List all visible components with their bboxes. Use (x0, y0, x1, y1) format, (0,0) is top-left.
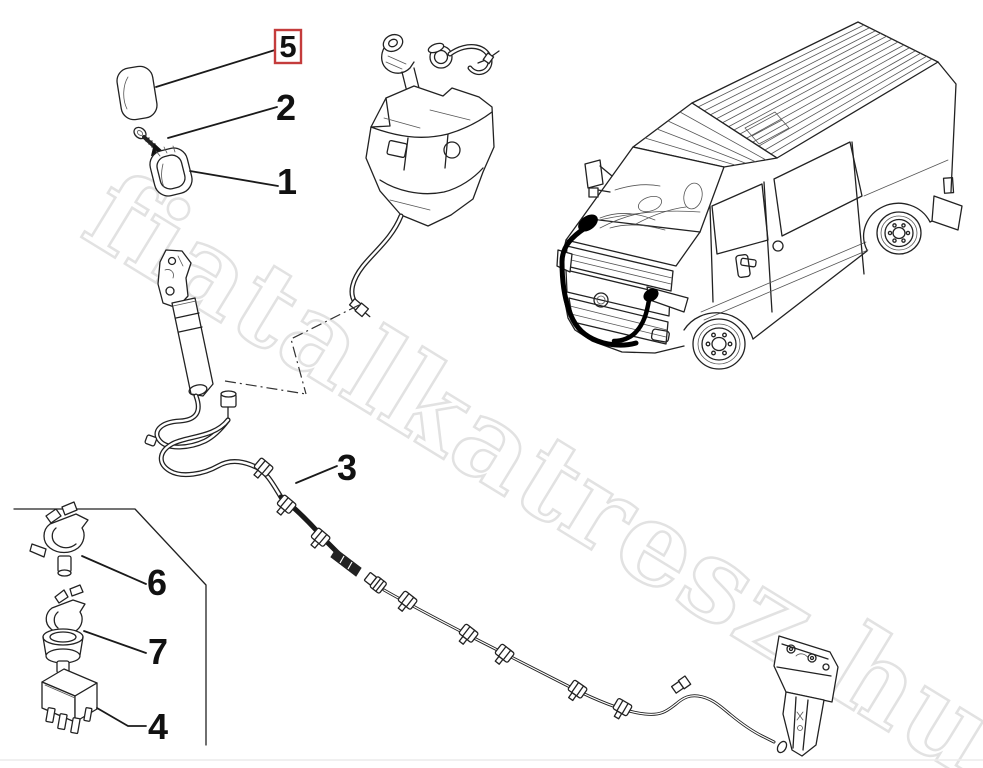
reference-line-dashdot-2 (224, 380, 307, 395)
part7-holder-drawing (42, 584, 86, 678)
hose-clip (272, 493, 298, 520)
part4-leader-line (96, 707, 147, 727)
part5-label[interactable]: 5 (279, 29, 296, 64)
part1-leader-line (189, 170, 279, 187)
hose-clip (306, 526, 332, 553)
nozzle-assembly-right-drawing (773, 635, 839, 757)
part5-cover-drawing (116, 65, 158, 121)
hose-clip (608, 697, 634, 723)
part5-leader-line (155, 49, 276, 88)
reference-line-dashdot-1 (290, 304, 360, 395)
part1-label[interactable]: 1 (277, 161, 297, 202)
part6-clip-drawing (29, 501, 89, 577)
part2-leader-line (167, 106, 278, 139)
hose-clip (393, 589, 419, 616)
hose-nozzle-tip (330, 548, 362, 577)
group-bracket-line (13, 508, 207, 746)
part4-relay-drawing (41, 668, 98, 735)
part3-label[interactable]: 3 (337, 447, 357, 488)
van-hose-highlight (559, 214, 659, 348)
part6-label[interactable]: 6 (147, 562, 167, 603)
hose-clip (563, 679, 589, 705)
part7-label[interactable]: 7 (148, 631, 168, 672)
part1-grommet-drawing (149, 145, 193, 197)
nozzle-assembly-left-drawing (144, 249, 284, 500)
hose-clip (454, 622, 480, 649)
hose-end-connector (348, 298, 371, 318)
watermark-text: fiatalkatresz.hu (64, 146, 983, 768)
part5-highlight-box (273, 28, 303, 65)
van-roof-ribs (697, 24, 933, 155)
part3-leader-line (295, 465, 338, 484)
van-rear-wheel (876, 211, 922, 255)
part4-label[interactable]: 4 (148, 706, 168, 747)
part6-leader-line (81, 555, 147, 585)
van-front-wheel (692, 318, 746, 370)
part7-leader-line (83, 630, 147, 654)
part2-label[interactable]: 2 (276, 87, 296, 128)
hose-connector (670, 675, 692, 694)
reservoir-assembly-drawing (348, 33, 500, 318)
hose-run-drawing (272, 493, 776, 744)
van-drawing (556, 21, 963, 370)
